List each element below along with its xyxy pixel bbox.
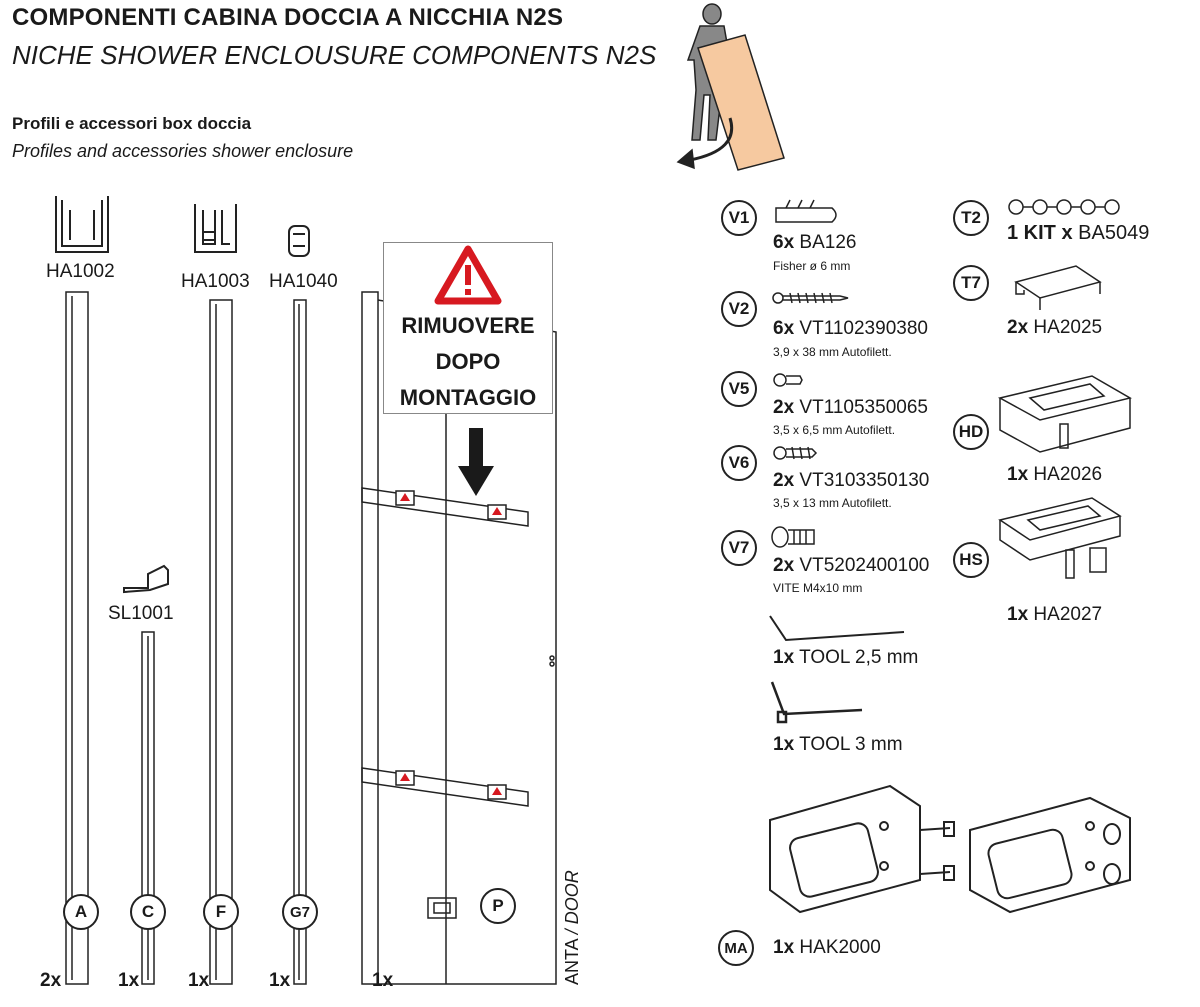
- hex-key-large-icon: [770, 681, 863, 724]
- hardware-desc-v1: Fisher ø 6 mm: [773, 259, 851, 273]
- section-subtitle-english: Profiles and accessories shower enclosur…: [12, 141, 354, 161]
- profile-qty-a: 2x: [40, 970, 62, 991]
- mounting-bracket-plate-icon: [969, 796, 1131, 914]
- profile-qty-f: 1x: [188, 970, 210, 991]
- dowel-icon: [775, 199, 837, 223]
- bolt-icon: [771, 526, 815, 548]
- profile-code-ha1040: HA1040: [269, 271, 338, 292]
- accessory-id-t2: T2: [953, 200, 989, 236]
- accessory-id-hs: HS: [953, 542, 989, 578]
- tool-label-large: TOOL 3 mm: [799, 734, 903, 755]
- hardware-qty-v2: 6x: [773, 318, 795, 339]
- profile-bars: [65, 291, 307, 985]
- accessory-code-t7: HA2025: [1033, 317, 1103, 338]
- short-screw-icon: [773, 373, 803, 387]
- hardware-desc-v6: 3,5 x 13 mm Autofilett.: [773, 496, 892, 510]
- profile-letter-f: F: [203, 894, 239, 930]
- profile-qty-g7: 1x: [269, 970, 291, 991]
- hardware-code-v2: VT1102390380: [799, 318, 928, 339]
- hardware-code-v1: BA126: [799, 232, 857, 253]
- wall-profile-icon: [194, 204, 237, 253]
- clip-icon: [1014, 265, 1102, 310]
- section-subtitle: Profili e accessori box doccia: [12, 114, 252, 133]
- accessory-qty-t2: 1 KIT x: [1007, 222, 1073, 244]
- accessory-code-t2: BA5049: [1078, 222, 1150, 244]
- hardware-code-v7: VT5202400100: [799, 555, 930, 576]
- accessory-qty-hd: 1x: [1007, 464, 1029, 485]
- threshold-profile-icon: [123, 564, 169, 594]
- accessory-id-ma: MA: [718, 930, 754, 966]
- hardware-desc-v2: 3,9 x 38 mm Autofilett.: [773, 345, 892, 359]
- person-carrying-panel-icon: [676, 3, 785, 171]
- accessory-code-ma: HAK2000: [799, 937, 881, 958]
- profile-letter-c: C: [130, 894, 166, 930]
- hinge-block-hd-icon: [997, 375, 1132, 453]
- accessory-qty-ma: 1x: [773, 937, 795, 958]
- door-qty: 1x: [372, 970, 394, 991]
- roller-kit-icon: [1008, 199, 1120, 215]
- accessory-id-hd: HD: [953, 414, 989, 450]
- accessory-qty-t7: 2x: [1007, 317, 1029, 338]
- profile-code-ha1002: HA1002: [46, 261, 115, 282]
- hardware-qty-v1: 6x: [773, 232, 795, 253]
- accessory-id-t7: T7: [953, 265, 989, 301]
- profile-code-sl1001: SL1001: [108, 603, 174, 624]
- warning-line-3: MONTAGGIO: [399, 385, 537, 410]
- door-label-door: / DOOR: [562, 870, 582, 935]
- warning-triangle-icon: [434, 245, 502, 305]
- hardware-code-v5: VT1105350065: [799, 397, 928, 418]
- strap-warning-icons: [400, 493, 502, 795]
- warning-line-1: RIMUOVERE: [401, 313, 535, 338]
- profile-letter-g7: G7: [282, 894, 318, 930]
- hardware-qty-v5: 2x: [773, 397, 795, 418]
- seal-profile-icon: [288, 225, 310, 257]
- mounting-bracket-icon: [769, 784, 955, 914]
- page-title-english: NICHE SHOWER ENCLOUSURE COMPONENTS N2S: [12, 40, 657, 70]
- hardware-qty-v7: 2x: [773, 555, 795, 576]
- tool-qty-small: 1x: [773, 647, 795, 668]
- hardware-id-v7: V7: [721, 530, 757, 566]
- accessory-code-hd: HA2026: [1033, 464, 1103, 485]
- hardware-qty-v6: 2x: [773, 470, 795, 491]
- profile-code-ha1003: HA1003: [181, 271, 250, 292]
- hinge-block-hs-icon: [998, 497, 1122, 579]
- hardware-id-v1: V1: [721, 200, 757, 236]
- accessory-code-hs: HA2027: [1033, 604, 1103, 625]
- channel-profile-icon: [55, 196, 109, 253]
- page-title: COMPONENTI CABINA DOCCIA A NICCHIA N2S: [12, 4, 564, 31]
- hardware-desc-v5: 3,5 x 6,5 mm Autofilett.: [773, 423, 896, 437]
- arrow-down-icon: [458, 428, 494, 496]
- hardware-desc-v7: VITE M4x10 mm: [773, 581, 863, 595]
- profile-letter-a: A: [63, 894, 99, 930]
- hardware-id-v2: V2: [721, 291, 757, 327]
- hardware-id-v5: V5: [721, 371, 757, 407]
- accessory-qty-hs: 1x: [1007, 604, 1029, 625]
- door-label-anta: ANTA: [562, 939, 582, 985]
- hardware-code-v6: VT3103350130: [799, 470, 930, 491]
- door-letter-p: P: [480, 888, 516, 924]
- tool-label-small: TOOL 2,5 mm: [799, 647, 919, 668]
- medium-screw-icon: [773, 446, 818, 460]
- warning-line-2: DOPO: [435, 349, 501, 374]
- remove-after-assembly-sign: RIMUOVERE DOPO MONTAGGIO: [383, 242, 553, 414]
- hardware-id-v6: V6: [721, 445, 757, 481]
- long-screw-icon: [772, 292, 849, 304]
- tool-qty-large: 1x: [773, 734, 795, 755]
- profile-qty-c: 1x: [118, 970, 140, 991]
- hex-key-small-icon: [769, 615, 905, 642]
- door-label: ANTA / DOOR: [562, 870, 583, 985]
